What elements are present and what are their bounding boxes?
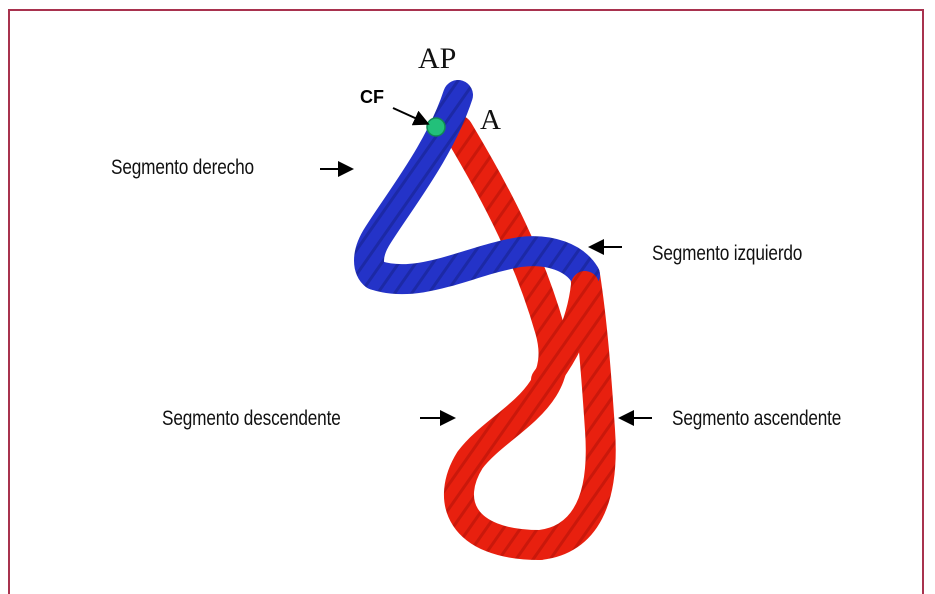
label-cf: CF (360, 87, 384, 108)
label-ap: AP (418, 42, 456, 76)
segment-derecho (369, 95, 458, 275)
label-a: A (480, 104, 501, 137)
cf-marker (427, 118, 445, 136)
segment-descendente (458, 130, 554, 545)
label-segmento-ascendente: Segmento ascendente (672, 407, 841, 431)
label-segmento-descendente: Segmento descendente (162, 407, 341, 431)
segment-izquierdo (375, 251, 585, 279)
arrow-cf (393, 108, 426, 123)
label-segmento-izquierdo: Segmento izquierdo (652, 242, 802, 266)
label-segmento-derecho: Segmento derecho (111, 156, 254, 180)
